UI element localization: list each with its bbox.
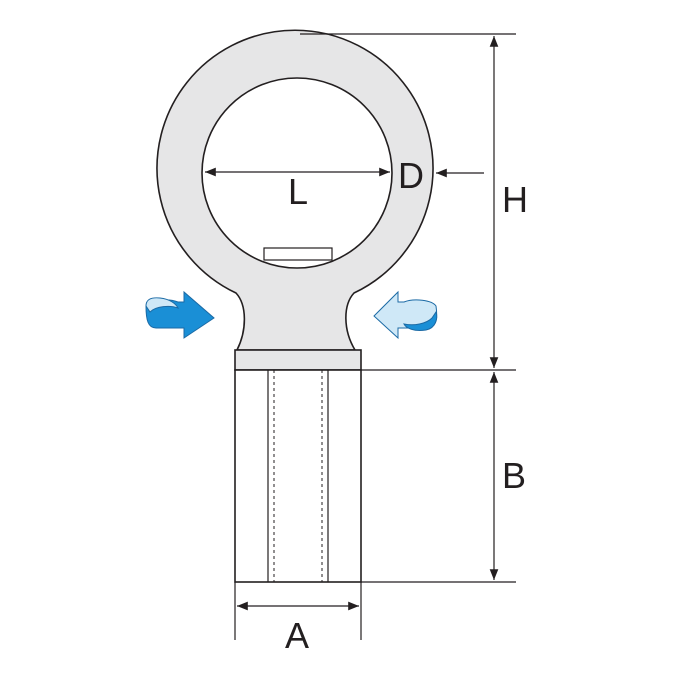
shank <box>234 369 362 583</box>
dim-d-label: D <box>398 155 424 196</box>
rotate-arrow-icon <box>373 290 438 340</box>
dim-l-label: L <box>288 171 308 212</box>
dim-b-label: B <box>502 455 526 496</box>
inner-pad <box>263 247 333 261</box>
dim-h-label: H <box>502 179 528 220</box>
collar <box>234 349 362 371</box>
dim-a-label: A <box>285 615 309 656</box>
rotate-arrow-icon <box>145 290 215 339</box>
